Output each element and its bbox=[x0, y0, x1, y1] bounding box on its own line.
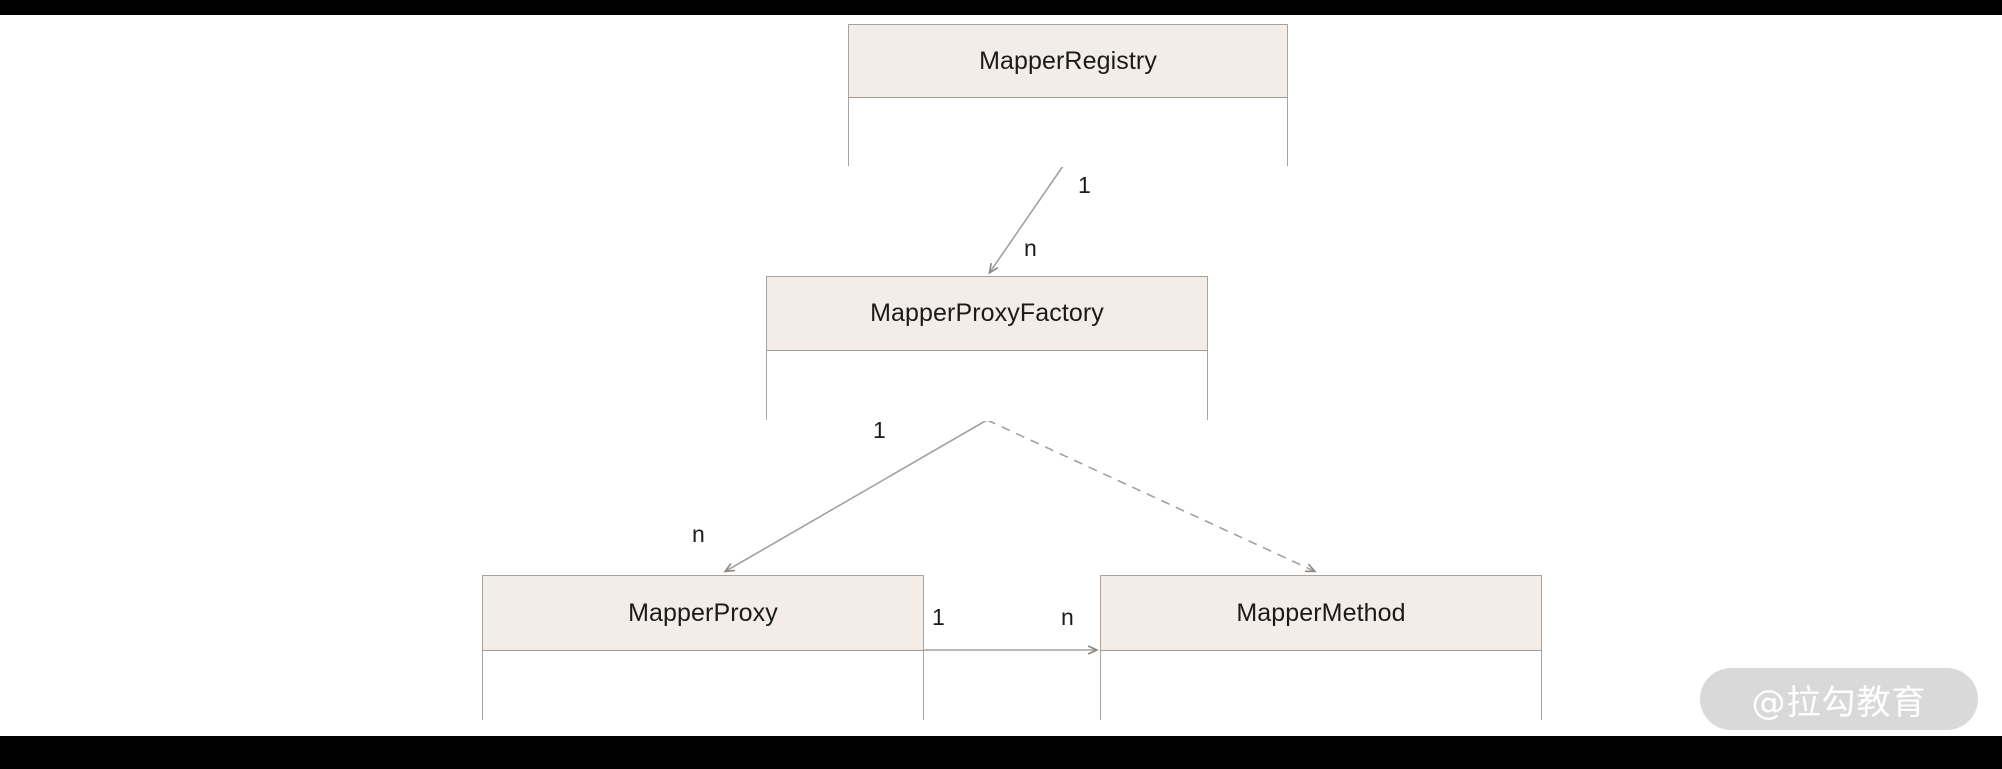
uml-class-header: MapperRegistry bbox=[849, 25, 1287, 98]
multiplicity-label-factory-target: n bbox=[1024, 235, 1037, 261]
letterbox-top bbox=[0, 0, 2002, 15]
uml-class-name: MapperRegistry bbox=[979, 46, 1157, 75]
uml-class-mapper-proxy-factory[interactable]: MapperProxyFactory bbox=[766, 276, 1208, 421]
uml-class-mapper-method[interactable]: MapperMethod bbox=[1100, 575, 1542, 721]
edge-factory-to-method-dependency bbox=[986, 419, 1317, 573]
uml-class-body-compartment bbox=[849, 98, 1287, 167]
edge-factory-to-proxy bbox=[723, 419, 988, 573]
letterbox-bottom bbox=[0, 736, 2002, 769]
uml-class-body-compartment bbox=[1101, 651, 1541, 721]
uml-class-body-compartment bbox=[483, 651, 923, 721]
uml-class-header: MapperMethod bbox=[1101, 576, 1541, 651]
uml-class-name: MapperProxy bbox=[628, 598, 778, 627]
multiplicity-label-factory-source: 1 bbox=[873, 417, 886, 443]
multiplicity-label-proxy-source: 1 bbox=[932, 604, 945, 630]
uml-class-body-compartment bbox=[767, 351, 1207, 421]
watermark-text: @拉勾教育 bbox=[1751, 682, 1927, 723]
uml-class-name: MapperProxyFactory bbox=[870, 299, 1104, 327]
uml-class-header: MapperProxyFactory bbox=[767, 277, 1207, 351]
uml-class-mapper-registry[interactable]: MapperRegistry bbox=[848, 24, 1288, 167]
uml-class-mapper-proxy[interactable]: MapperProxy bbox=[482, 575, 924, 721]
multiplicity-label-registry-source: 1 bbox=[1078, 172, 1091, 198]
uml-class-header: MapperProxy bbox=[483, 576, 923, 651]
uml-class-name: MapperMethod bbox=[1236, 598, 1406, 627]
multiplicity-label-method-target: n bbox=[1061, 604, 1074, 630]
multiplicity-label-proxy-target: n bbox=[692, 521, 705, 547]
watermark-badge: @拉勾教育 bbox=[1700, 668, 1978, 730]
